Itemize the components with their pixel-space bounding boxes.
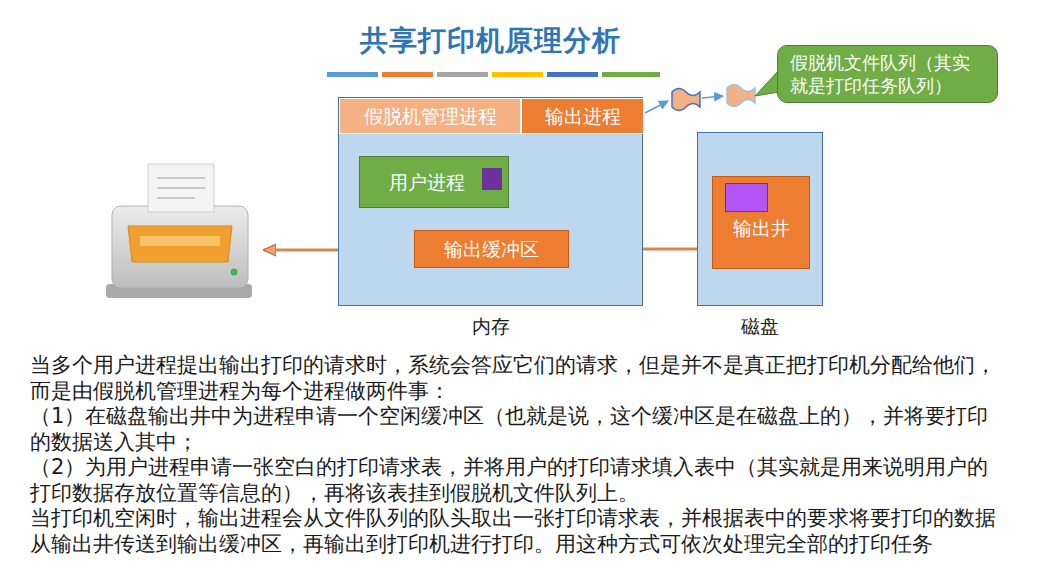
explanation-text: 当多个用户进程提出输出打印的请求时，系统会答应它们的请求，但是并不是真正把打印机… xyxy=(30,353,1005,557)
queue-callout: 假脱机文件队列（其实就是打印任务队列） xyxy=(777,45,998,103)
queue-arrow xyxy=(645,101,668,113)
paper-line xyxy=(157,197,195,199)
queue-icons xyxy=(645,85,755,114)
queue-file-icon xyxy=(672,89,700,111)
output-process-box: 输出进程 xyxy=(521,98,644,134)
bar-segment xyxy=(547,72,598,77)
explanation-paragraph: （1）在磁盘输出井中为进程申请一个空闲缓冲区（也就是说，这个缓冲区是在磁盘上的）… xyxy=(30,404,1005,455)
user-process-box: 用户进程 xyxy=(359,156,509,208)
bar-segment xyxy=(327,72,378,77)
power-light xyxy=(231,269,238,276)
printer-tray xyxy=(128,226,232,262)
paper-line xyxy=(157,177,205,179)
region-label: 内存 xyxy=(339,314,642,340)
data-block-mark xyxy=(482,168,502,190)
queue-arrow xyxy=(702,96,723,98)
spool-manager-box: 假脱机管理进程 xyxy=(339,98,521,134)
process-label: 输出进程 xyxy=(522,105,643,127)
tray-highlight xyxy=(140,236,220,246)
bar-segment xyxy=(382,72,433,77)
printer-body xyxy=(112,206,248,288)
callout-tail xyxy=(755,70,779,96)
process-label: 用户进程 xyxy=(360,171,494,193)
explanation-paragraph: 当多个用户进程提出输出打印的请求时，系统会答应它们的请求，但是并不是真正把打印机… xyxy=(30,353,1005,404)
output-well-box: 输出井 xyxy=(712,176,810,269)
paper-line xyxy=(157,187,205,189)
bar-segment xyxy=(437,72,488,77)
data-block-mark xyxy=(725,183,768,212)
queue-file-icon xyxy=(727,85,755,107)
bar-segment xyxy=(602,72,660,77)
process-label: 假脱机管理进程 xyxy=(340,105,520,127)
title-color-bar xyxy=(327,72,660,77)
printer-paper xyxy=(148,164,214,212)
explanation-paragraph: 当打印机空闲时，输出进程会从文件队列的队头取出一张打印请求表，并根据表中的要求将… xyxy=(30,506,1005,557)
bar-segment xyxy=(492,72,543,77)
output-buffer-box: 输出缓冲区 xyxy=(414,230,569,268)
process-label: 输出井 xyxy=(713,217,809,239)
explanation-paragraph: （2）为用户进程申请一张空白的打印请求表，并将用户的打印请求填入表中（其实就是用… xyxy=(30,455,1005,506)
region-label: 磁盘 xyxy=(698,314,822,340)
memory-region: 假脱机管理进程输出进程用户进程输出缓冲区内存 xyxy=(338,97,643,306)
callout-text: 假脱机文件队列（其实就是打印任务队列） xyxy=(790,51,987,97)
process-label: 输出缓冲区 xyxy=(415,238,568,260)
disk-region: 输出井磁盘 xyxy=(697,132,823,306)
printer-icon xyxy=(106,164,252,298)
